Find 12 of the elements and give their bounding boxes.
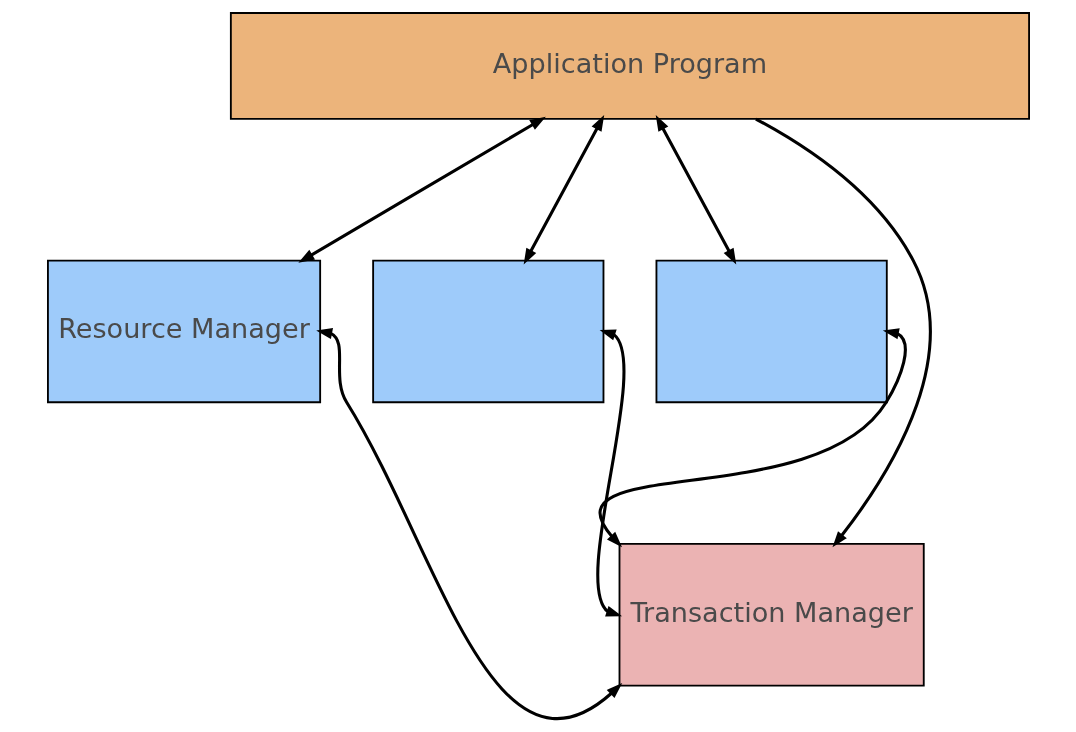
arrow bbox=[655, 115, 736, 265]
node-box: Resource Manager bbox=[46, 259, 321, 404]
arrow bbox=[598, 328, 907, 548]
node-box: Transaction Manager bbox=[618, 543, 925, 687]
node-box bbox=[371, 259, 604, 404]
arrow bbox=[297, 116, 546, 263]
arrow bbox=[315, 328, 622, 721]
arrow bbox=[523, 115, 604, 265]
arrow bbox=[754, 117, 932, 548]
node-box bbox=[655, 259, 888, 404]
node-box: Application Program bbox=[229, 12, 1030, 120]
arrow bbox=[595, 329, 625, 617]
